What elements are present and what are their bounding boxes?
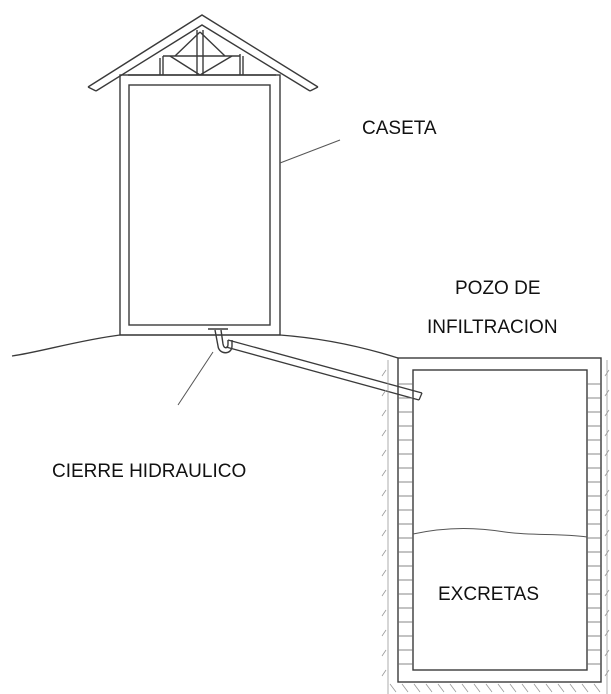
hydraulic-seal: [208, 328, 233, 354]
leader-lines: [177, 139, 341, 406]
caseta-leader: [279, 139, 341, 164]
caseta-label: CASETA: [362, 118, 437, 139]
roof: [87, 14, 319, 92]
caseta-walls: [119, 74, 281, 336]
excretas-label: EXCRETAS: [438, 584, 540, 605]
cierre-hidraulico-label: CIERRE HIDRAULICO: [52, 461, 247, 482]
pozo-label-line2: INFILTRACION: [427, 317, 558, 338]
cierre-leader: [177, 351, 214, 406]
pozo-label-line1: POZO DE: [455, 278, 541, 299]
ground-line: [11, 334, 399, 359]
pit: [381, 357, 610, 694]
excreta-level: [412, 528, 588, 538]
drain-pipe: [225, 339, 423, 401]
